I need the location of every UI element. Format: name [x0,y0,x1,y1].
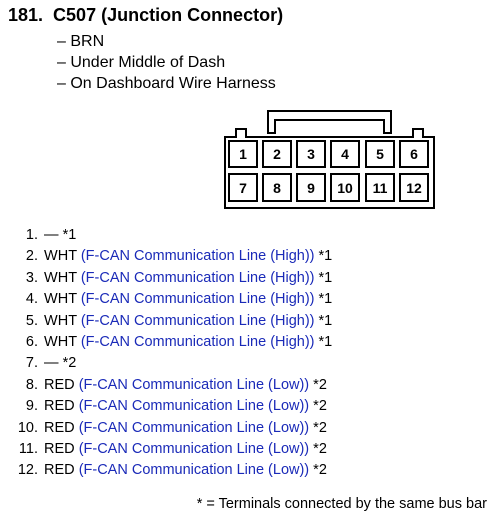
wire-color: WHT [44,291,77,308]
terminal-number: 2. [25,248,38,265]
terminal-row: 3. WHT (F-CAN Communication Line (High))… [12,268,332,289]
pin-6: 6 [410,146,418,162]
terminal-list: 1. — *1 2. WHT (F-CAN Communication Line… [12,225,332,482]
pin-5: 5 [376,146,384,162]
pin-3: 3 [307,146,315,162]
connector-diagram: 1 2 3 4 5 6 7 8 9 10 11 12 [222,110,437,210]
signal-description: (F-CAN Communication Line (Low)) [78,398,310,415]
terminal-number: 11. [18,441,38,458]
terminal-note: *2 [313,398,327,415]
terminal-note: *1 [318,334,333,351]
terminal-number: 12. [17,462,38,479]
signal-description: (F-CAN Communication Line (High)) [80,291,315,308]
footnote: * = Terminals connected by the same bus … [196,496,487,512]
wire-color: — [44,227,59,243]
terminal-note: *1 [318,312,333,329]
terminal-number: 1. [25,227,38,243]
pin-1: 1 [239,146,247,162]
signal-description: (F-CAN Communication Line (High)) [80,248,315,265]
pin-12: 12 [406,180,422,196]
signal-description: (F-CAN Communication Line (Low)) [78,441,310,458]
signal-description: (F-CAN Communication Line (High)) [80,312,315,329]
page-title: 181. C507 (Junction Connector) [8,5,283,26]
section-number: 181. [8,5,44,25]
terminal-row: 4. WHT (F-CAN Communication Line (High))… [12,289,332,310]
terminal-note: *2 [62,355,77,372]
connector-title: C507 (Junction Connector) [53,5,284,25]
info-harness: – On Dashboard Wire Harness [57,75,276,92]
wire-color: RED [44,419,75,436]
terminal-note: *1 [318,269,333,286]
terminal-number: 9. [25,398,38,415]
terminal-row: 8. RED (F-CAN Communication Line (Low)) … [12,375,332,396]
connector-info: – BRN – Under Middle of Dash – On Dashbo… [57,31,276,94]
terminal-row: 12. RED (F-CAN Communication Line (Low))… [12,460,332,481]
wire-color: RED [44,462,75,479]
pin-8: 8 [273,180,281,196]
terminal-row: 9. RED (F-CAN Communication Line (Low)) … [12,396,332,417]
pin-7: 7 [239,180,247,196]
signal-description: (F-CAN Communication Line (High)) [80,334,315,351]
wire-color: WHT [44,334,77,351]
terminal-row: 10. RED (F-CAN Communication Line (Low))… [12,418,332,439]
terminal-note: *2 [313,419,327,436]
terminal-number: 4. [25,291,38,308]
terminal-note: *1 [318,248,333,265]
pin-4: 4 [341,146,349,162]
wire-color: WHT [44,248,77,265]
signal-description: (F-CAN Communication Line (High)) [80,269,315,286]
terminal-note: *2 [313,441,327,458]
wire-color: — [44,355,59,372]
terminal-number: 3. [25,269,38,286]
wire-color: WHT [44,269,77,286]
terminal-row: 1. — *1 [12,225,332,246]
terminal-row: 2. WHT (F-CAN Communication Line (High))… [12,246,332,267]
signal-description: (F-CAN Communication Line (Low)) [78,376,310,393]
terminal-number: 10. [17,419,38,436]
connector-housing [224,110,435,209]
terminal-number: 7. [25,355,38,372]
pin-9: 9 [307,180,315,196]
wire-color: WHT [44,312,77,329]
terminal-number: 5. [25,312,38,329]
terminal-note: *2 [313,376,327,393]
terminal-note: *2 [313,462,327,479]
info-location: – Under Middle of Dash [57,54,226,71]
terminal-row: 7. — *2 [12,353,332,374]
terminal-number: 6. [25,334,38,351]
wire-color: RED [44,441,75,458]
terminal-note: *1 [318,291,333,308]
terminal-number: 8. [25,376,38,393]
signal-description: (F-CAN Communication Line (Low)) [78,462,310,479]
wire-color: RED [44,398,75,415]
pin-11: 11 [372,180,388,196]
terminal-row: 5. WHT (F-CAN Communication Line (High))… [12,311,332,332]
wire-color: RED [44,376,75,393]
pin-2: 2 [273,146,281,162]
pin-10: 10 [337,180,353,196]
terminal-row: 11. RED (F-CAN Communication Line (Low))… [12,439,332,460]
signal-description: (F-CAN Communication Line (Low)) [78,419,310,436]
info-color: – BRN [57,33,105,50]
terminal-row: 6. WHT (F-CAN Communication Line (High))… [12,332,332,353]
terminal-note: *1 [62,227,77,243]
